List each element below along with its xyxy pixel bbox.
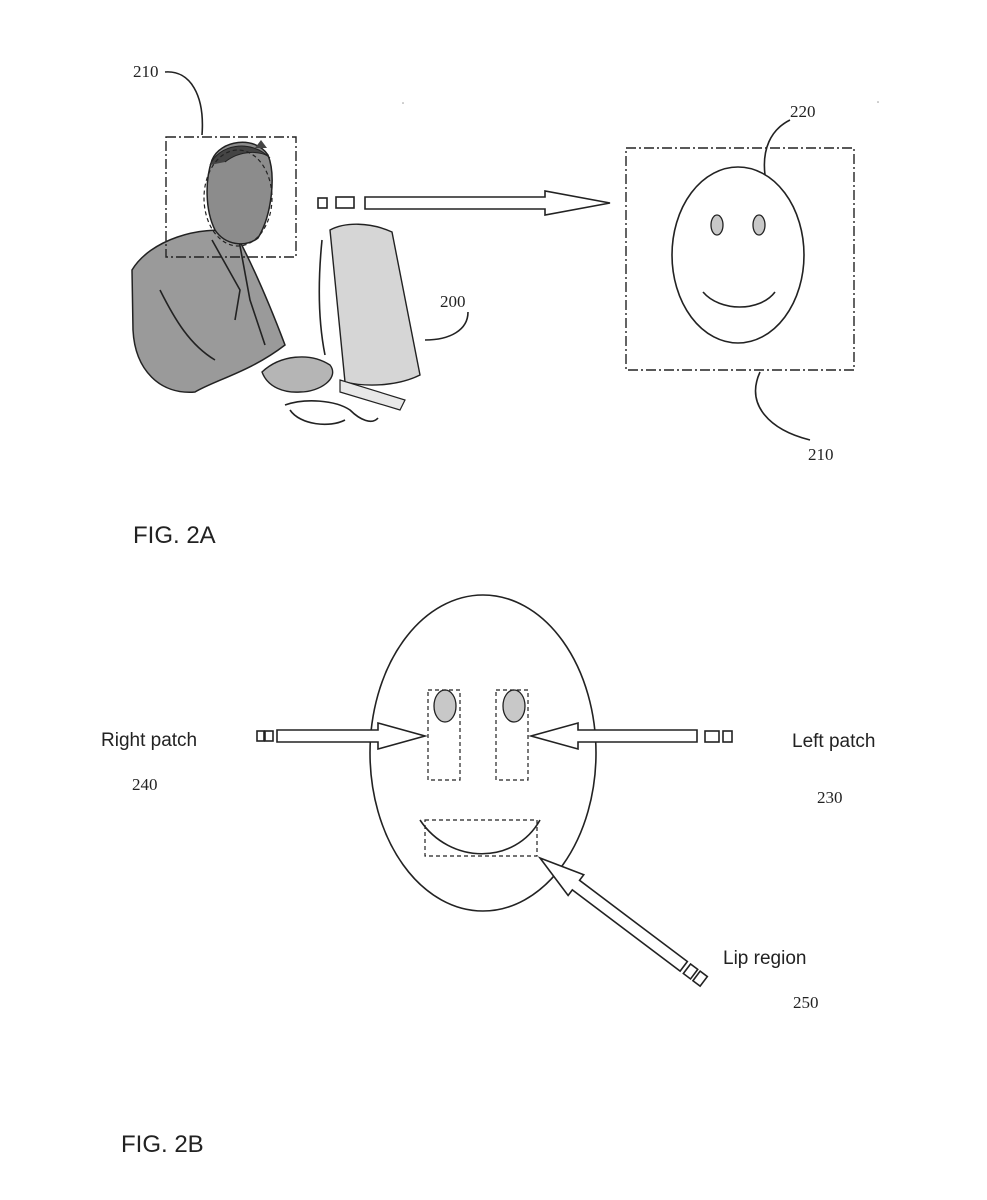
- face-detection-oval: [203, 149, 273, 247]
- lip-region-arrow: [537, 856, 709, 988]
- leader-line-210-bottom: [754, 371, 811, 441]
- right-patch-arrow: [256, 721, 429, 751]
- smiley-right-eye: [710, 214, 724, 236]
- left-patch-label: Left patch: [792, 731, 875, 752]
- lip-arrow-body: [537, 856, 689, 973]
- face-outline: [369, 594, 597, 912]
- lip-arrow-tail-dash-2: [691, 970, 709, 988]
- output-face-box: [625, 147, 855, 371]
- left-eye: [502, 689, 526, 723]
- monitor-edge-line: [318, 239, 326, 356]
- left-arrow-tail-dash-2: [722, 730, 733, 743]
- mouse-hand-line: [289, 409, 346, 426]
- keyboard-shape: [339, 379, 406, 411]
- figure-2b-caption: FIG. 2B: [121, 1131, 204, 1158]
- hair-shape: [209, 145, 271, 166]
- leader-line-220: [763, 119, 791, 176]
- arrow-tail-dash-2: [335, 196, 355, 209]
- smiley-left-eye: [752, 214, 766, 236]
- figure-2a: 210 200: [131, 62, 855, 549]
- right-eye: [433, 689, 457, 723]
- right-patch-label: Right patch: [101, 730, 197, 751]
- ref-240: 240: [132, 775, 158, 794]
- ref-200: 200: [440, 292, 466, 311]
- ref-250: 250: [793, 993, 819, 1012]
- leader-line-200: [424, 311, 469, 341]
- lip-region-box: [424, 819, 538, 857]
- lip-arrow-tail-dash-1: [682, 962, 699, 981]
- right-arrow-tail-dash-1: [256, 730, 265, 742]
- right-arrow-tail-dash-2: [264, 730, 274, 742]
- transform-arrow: [317, 190, 611, 216]
- arrow-body: [364, 190, 611, 216]
- figure-2a-caption: FIG. 2A: [133, 522, 216, 549]
- suit-shape: [131, 229, 286, 393]
- left-arrow-body: [527, 721, 698, 751]
- lip-region-label: Lip region: [723, 948, 806, 969]
- left-arrow-tail-dash-1: [704, 730, 720, 743]
- monitor-shape: [329, 223, 421, 386]
- hands-shape: [261, 356, 334, 393]
- ref-220: 220: [790, 102, 816, 121]
- arrow-tail-dash-1: [317, 197, 328, 209]
- smiley-mouth: [702, 291, 776, 308]
- right-patch-box: [427, 689, 461, 781]
- left-patch-arrow: [527, 721, 733, 751]
- scan-speck: [877, 101, 879, 103]
- mouth-curve: [419, 819, 541, 855]
- tie-line: [237, 234, 266, 346]
- ref-230: 230: [817, 788, 843, 807]
- desk-line: [284, 400, 379, 422]
- ref-210-bottom: 210: [808, 445, 834, 464]
- head-shape: [206, 141, 273, 245]
- ref-210-top: 210: [133, 62, 159, 81]
- leader-line-210-top: [164, 71, 204, 136]
- right-arrow-body: [276, 721, 429, 751]
- box-corner-marker-icon: [255, 140, 267, 148]
- input-face-box: [165, 136, 297, 258]
- left-patch-box: [495, 689, 529, 781]
- suit-fold-line: [159, 289, 216, 361]
- person-at-computer-illustration: [131, 141, 421, 426]
- scan-speck: [402, 102, 404, 104]
- figure-2b: Right patch 240 Left patch 230 Lip regio…: [101, 594, 875, 1158]
- smiley-face-outline: [671, 166, 805, 344]
